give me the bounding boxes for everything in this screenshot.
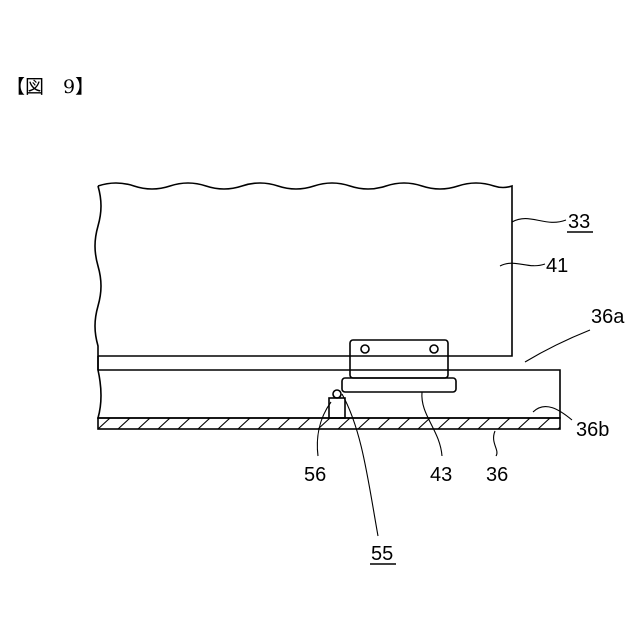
figure-title: 【図 9】 — [6, 76, 94, 98]
label-41: 41 — [546, 255, 568, 277]
leader-43 — [422, 392, 442, 456]
bracket-hole-right — [430, 345, 438, 353]
label-56: 56 — [304, 464, 326, 486]
label-55: 55 — [371, 543, 393, 565]
leader-55 — [342, 394, 378, 536]
sensor-component-55 — [333, 390, 341, 398]
leader-41 — [500, 263, 545, 266]
label-36a: 36a — [591, 306, 625, 328]
leader-36 — [494, 431, 497, 456]
leader-33 — [512, 219, 566, 223]
plate-hatching — [98, 418, 570, 429]
leader-36a — [525, 330, 590, 362]
bracket-hole-left — [361, 345, 369, 353]
label-43: 43 — [430, 464, 452, 486]
label-36b: 36b — [576, 419, 609, 441]
bracket-base-43 — [342, 378, 456, 392]
label-33: 33 — [568, 211, 590, 233]
upper-body-left-wavy-edge — [95, 186, 101, 356]
label-36: 36 — [486, 464, 508, 486]
block-component-56 — [329, 398, 345, 418]
upper-body-outline — [98, 183, 512, 356]
